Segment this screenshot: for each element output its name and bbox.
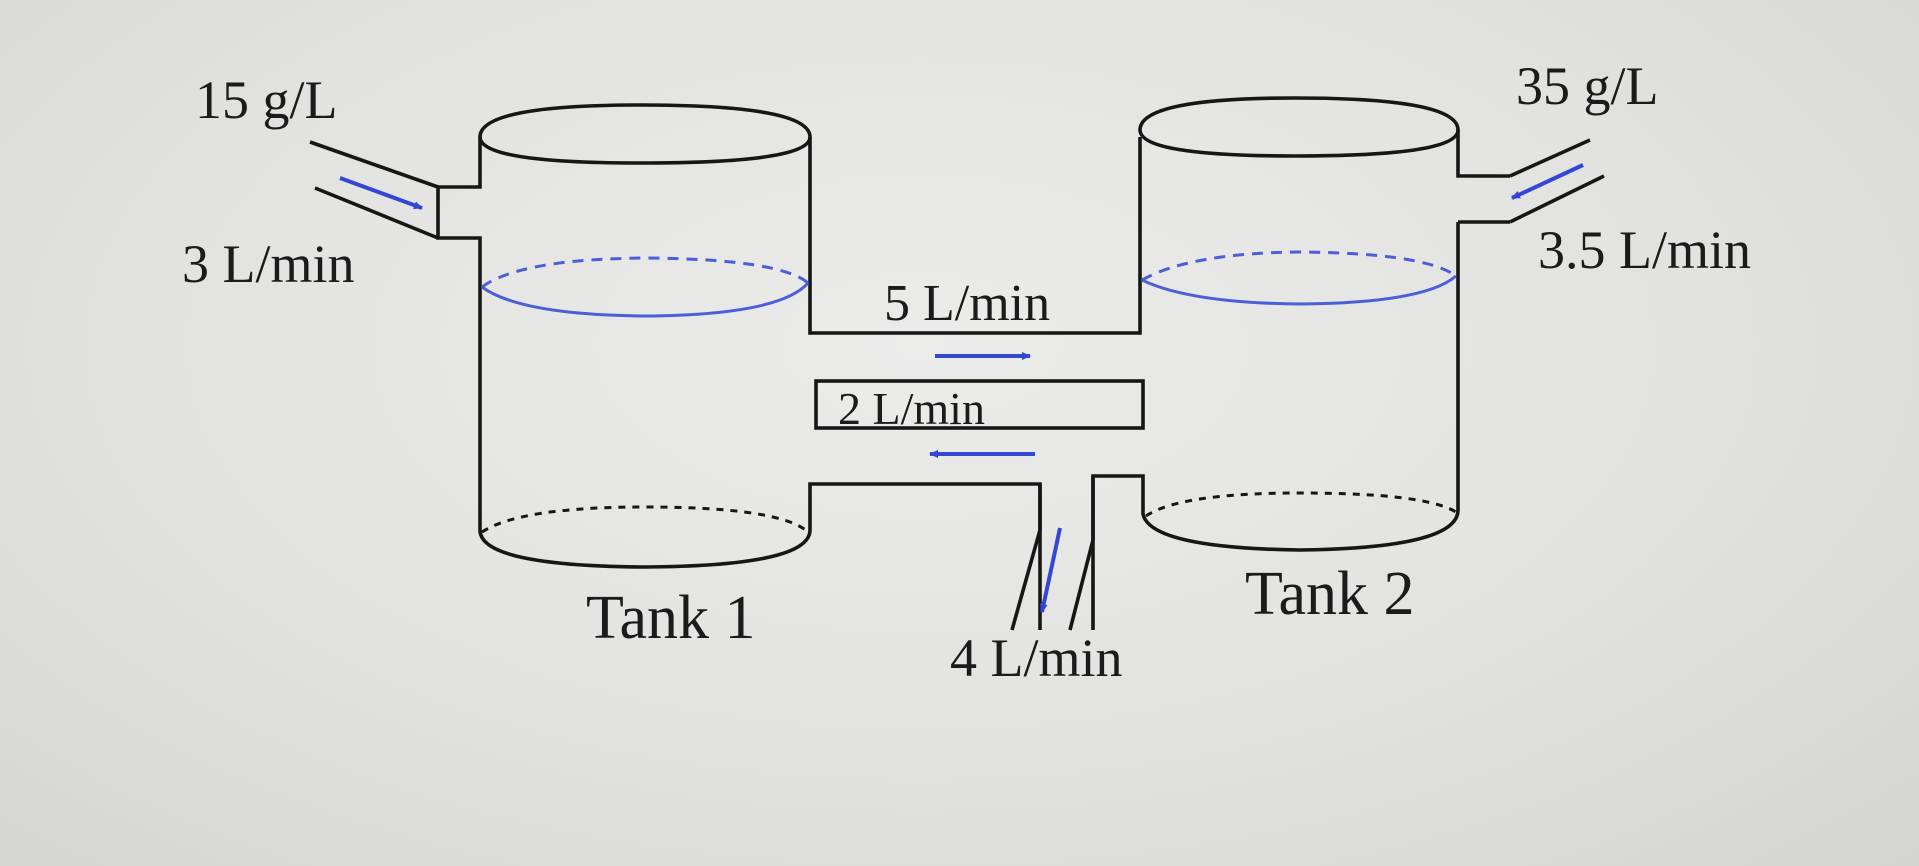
tank-2-top-rim <box>1138 96 1460 158</box>
right-inflow-arrow <box>1511 163 1584 200</box>
tank-1-right-wall-upper <box>808 137 1142 335</box>
left-inflow-pipe <box>309 140 439 240</box>
tank-2 <box>1091 96 1510 630</box>
tank-1-water-surface-front <box>481 281 810 318</box>
inflow-right-rate-label: 3.5 L/min <box>1538 220 1751 280</box>
top-pipe-rate-label: 5 L/min <box>884 275 1050 332</box>
tank-1-water-surface-back <box>481 256 809 289</box>
tank-1 <box>436 103 1142 630</box>
inflow-right-concentration-label: 35 g/L <box>1516 56 1659 116</box>
tank-2-name-label: Tank 2 <box>1245 560 1415 628</box>
tank-2-water-surface-front <box>1141 274 1457 306</box>
tank-1-name-label: Tank 1 <box>586 584 756 652</box>
left-inflow-arrow <box>339 176 423 210</box>
outflow-pipe <box>1010 476 1095 631</box>
middle-pipe-divider <box>814 379 1145 430</box>
inflow-left-rate-label: 3 L/min <box>182 234 355 294</box>
tank-2-water-surface-back <box>1141 250 1457 282</box>
tank-1-top-rim <box>478 103 812 165</box>
outflow-arrow-down <box>1039 527 1062 613</box>
outflow-rate-label: 4 L/min <box>950 628 1123 688</box>
middle-pipe-rate-label: 2 L/min <box>838 383 985 434</box>
inflow-left-concentration-label: 15 g/L <box>195 70 338 130</box>
tank-1-wall <box>436 137 1042 630</box>
right-inflow-pipe <box>1509 138 1605 224</box>
tank-1-bottom-back <box>481 505 809 534</box>
tank-2-wall <box>1091 130 1510 630</box>
tank-2-bottom-back <box>1145 491 1457 518</box>
